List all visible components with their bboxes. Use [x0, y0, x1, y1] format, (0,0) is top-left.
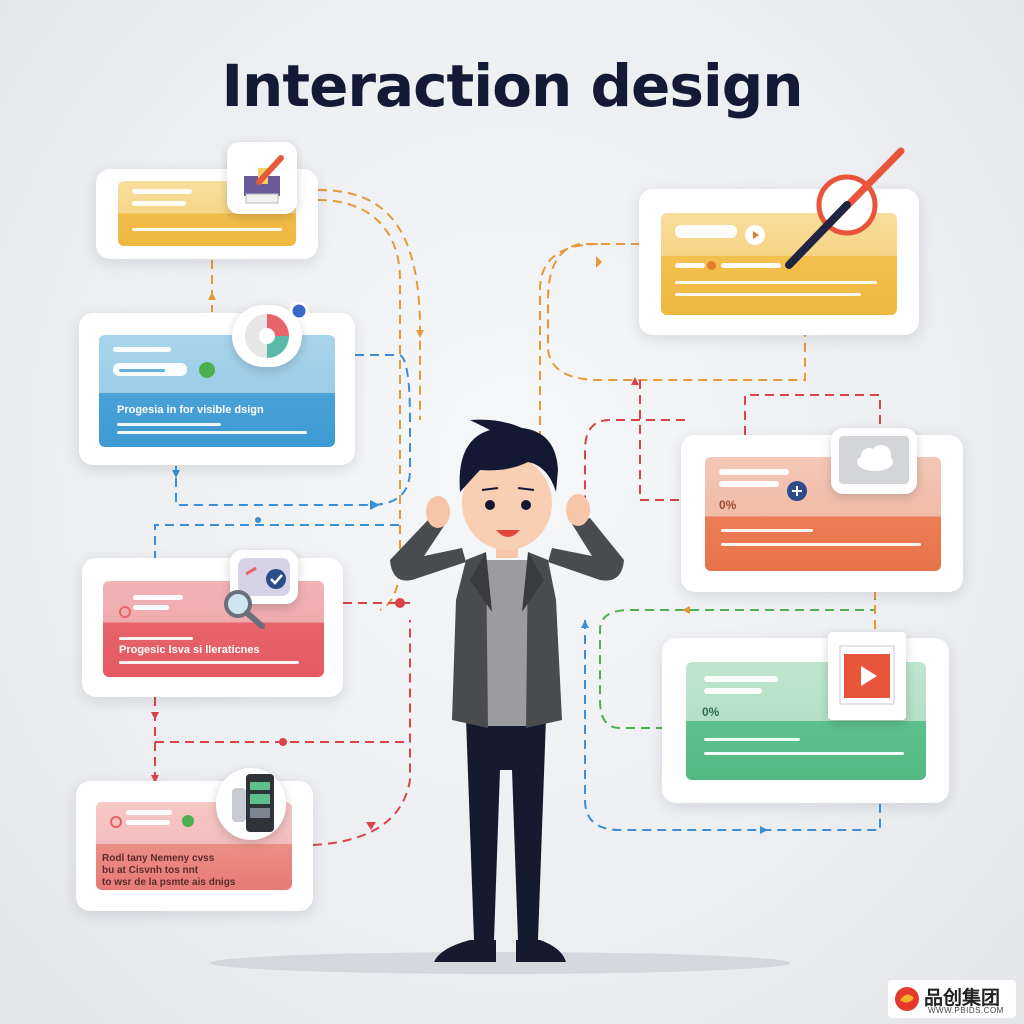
- pie-chart-icon: [232, 305, 302, 367]
- connector-red-right-2: [639, 380, 685, 501]
- connector-red-left-4: [312, 620, 411, 846]
- arrowhead: [682, 606, 690, 614]
- pen-icon: [775, 145, 910, 273]
- connector-node: [279, 738, 287, 746]
- connector-blue-right: [584, 620, 881, 831]
- card-blue-text: Progesia in for visible dsign: [117, 404, 264, 416]
- pencil-box-icon: [227, 142, 297, 214]
- card-bottom: Rodl tany Nemeny cvss bu at Cisvnh tos n…: [76, 781, 313, 911]
- card-orange-value: 0%: [719, 498, 737, 512]
- card-yellow: [96, 169, 318, 259]
- connector-red-right-3: [744, 394, 881, 435]
- page-title: Interaction design: [221, 52, 803, 120]
- card-blue: Progesia in for visible dsign: [79, 313, 355, 465]
- magnifier-icon: [220, 586, 270, 632]
- card-bottom-text-2: bu at Cisvnh tos nnt: [102, 865, 199, 876]
- watermark-url: WWW.PBIDS.COM: [928, 1006, 1004, 1015]
- connector-red-right: [584, 419, 685, 500]
- arrowhead: [370, 500, 380, 510]
- arrowhead: [172, 470, 180, 478]
- connector-node: [255, 517, 261, 523]
- card-bottom-text-1: Rodl tany Nemeny cvss: [102, 853, 215, 864]
- gear-icon: [288, 300, 310, 322]
- arrowhead: [151, 775, 159, 783]
- arrowhead: [760, 826, 768, 834]
- card-bottom-band: Rodl tany Nemeny cvss bu at Cisvnh tos n…: [96, 802, 292, 890]
- arrowhead: [581, 620, 589, 628]
- connector-blue-left: [175, 354, 411, 506]
- connector-blue-left-2: [154, 524, 400, 560]
- card-yellow-right: [639, 189, 919, 335]
- card-yellow-right-band: [661, 213, 897, 315]
- arrowhead: [631, 377, 639, 385]
- connector-node: [395, 598, 405, 608]
- cloud-icon: [831, 428, 917, 494]
- connector-orange-left: [317, 189, 421, 420]
- arrowhead: [416, 330, 424, 338]
- card-green-value: 0%: [702, 705, 720, 719]
- video-play-icon: [828, 632, 906, 720]
- card-bottom-text-3: to wsr de la psmte ais dnigs: [102, 877, 236, 888]
- card-red: Progesic lsva si lleraticnes: [82, 558, 343, 697]
- watermark-brand: 品创集团: [924, 987, 1001, 1009]
- watermark-logo: 品创集团 WWW.PBIDS.COM: [888, 980, 1016, 1018]
- connector-green-right: [599, 595, 876, 729]
- connector-orange-right-2: [539, 243, 601, 440]
- phone-icon: [216, 768, 286, 840]
- status-dot: [199, 362, 215, 378]
- arrowhead: [366, 822, 376, 830]
- arrowhead: [208, 292, 216, 300]
- arrowhead: [151, 712, 159, 720]
- arrowhead: [596, 256, 602, 268]
- connector-orange-left-2: [317, 199, 401, 611]
- card-red-text: Progesic lsva si lleraticnes: [119, 644, 260, 656]
